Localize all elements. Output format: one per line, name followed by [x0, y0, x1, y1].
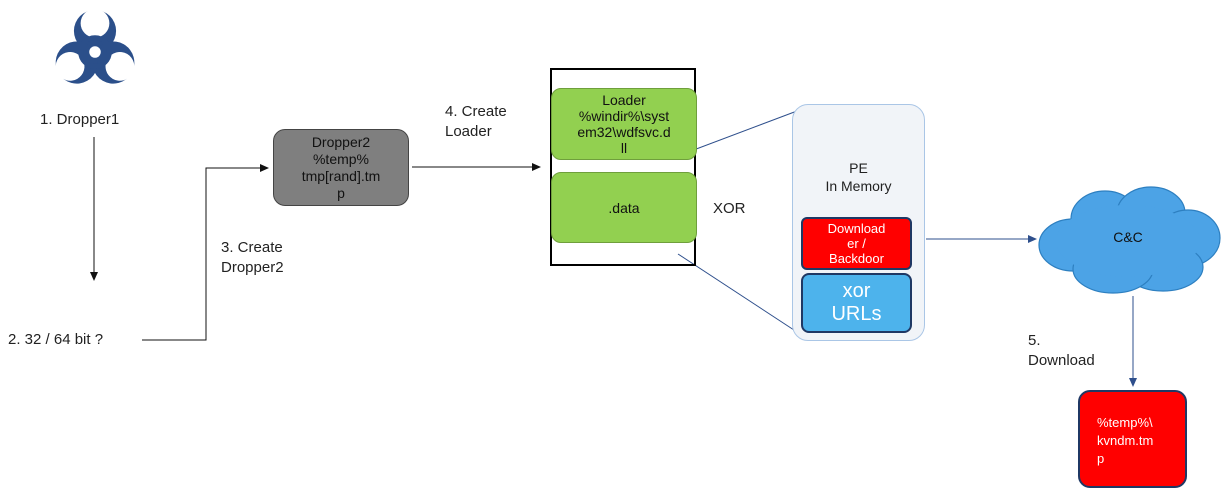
xor-urls-line2: URLs [831, 303, 882, 325]
step3-line1: 3. Create [221, 239, 283, 256]
step5-label: 5. Download [1028, 331, 1095, 371]
loader-line: em32\wdfsvc.d [577, 124, 671, 140]
step4-line1: 4. Create [445, 103, 507, 120]
step5-line1: 5. [1028, 332, 1041, 349]
dropper1-label: 1. Dropper1 [40, 111, 120, 128]
pe-in-memory-title: PE In Memory [792, 159, 925, 195]
step4-line2: Loader [445, 123, 492, 140]
downloader-line: Download [827, 221, 886, 236]
step3-label: 3. Create Dropper2 [221, 238, 284, 278]
dropper2-line: p [337, 184, 345, 201]
xor-urls-line1: xor [842, 280, 871, 302]
pe-title-line2: In Memory [825, 178, 892, 194]
downloader-backdoor-box: Download er / Backdoor [801, 217, 912, 270]
pe-title-line1: PE [849, 160, 868, 176]
data-section-box: .data [551, 172, 697, 243]
payload-line: kvndm.tm [1097, 433, 1154, 448]
dropper2-line: %temp% [312, 150, 370, 167]
loader-line: ll [620, 140, 628, 156]
dropper2-line: tmp[rand].tm [301, 167, 381, 184]
xor-urls-box: xor URLs [801, 273, 912, 333]
xor-label: XOR [713, 200, 746, 217]
loader-box: Loader %windir%\syst em32\wdfsvc.d ll [551, 88, 697, 160]
payload-box: %temp%\ kvndm.tm p [1078, 390, 1187, 488]
biohazard-icon [47, 8, 143, 92]
downloader-line: Backdoor [829, 251, 884, 266]
arch-check-label: 2. 32 / 64 bit ? [8, 331, 104, 348]
dropper2-box: Dropper2 %temp% tmp[rand].tm p [273, 129, 409, 206]
loader-line: %windir%\syst [578, 108, 670, 124]
downloader-line: er / [847, 236, 866, 251]
data-section-label: .data [608, 199, 640, 216]
payload-line: %temp%\ [1097, 415, 1153, 430]
step3-line2: Dropper2 [221, 259, 284, 276]
step5-line2: Download [1028, 352, 1095, 369]
arrow-check-to-dropper2 [142, 164, 269, 341]
step4-label: 4. Create Loader [445, 102, 507, 142]
payload-line: p [1097, 451, 1105, 466]
cnc-label: C&C [1113, 229, 1143, 245]
dropper2-line: Dropper2 [311, 133, 371, 150]
loader-file-frame [550, 68, 696, 266]
callout-line-bottom [677, 253, 798, 333]
cloud-icon [1038, 186, 1221, 294]
loader-line: Loader [602, 92, 646, 108]
